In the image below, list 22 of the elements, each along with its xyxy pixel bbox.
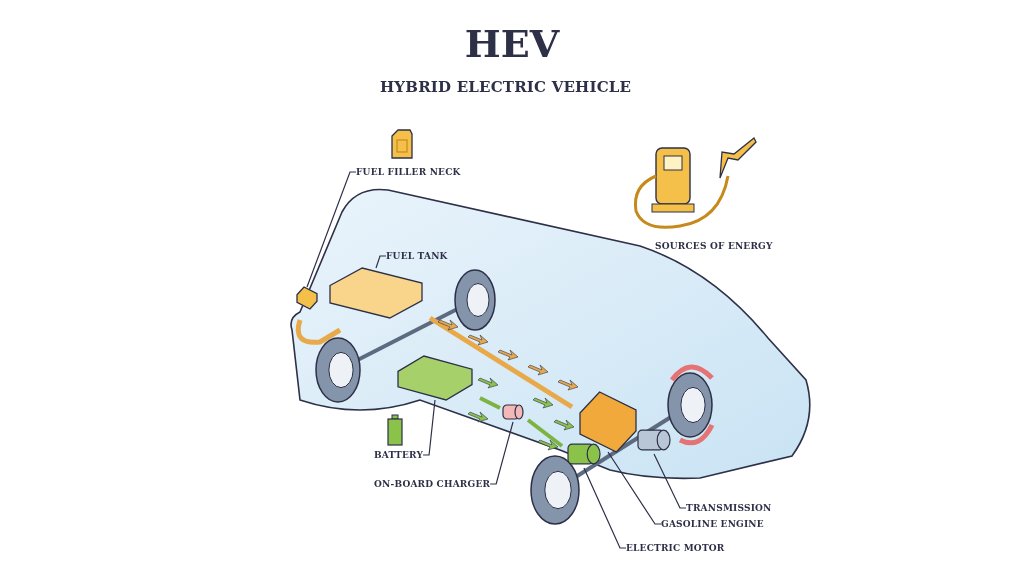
battery-pack (398, 356, 472, 400)
leader-line (375, 255, 387, 269)
part-label: FUEL FILLER NECK (356, 166, 461, 178)
engine-block (580, 392, 636, 452)
fuel-tank (330, 268, 422, 318)
leader-line (489, 421, 514, 485)
part-label: ELECTRIC MOTOR (626, 542, 725, 554)
leader-line (607, 451, 662, 525)
part-label: ON-BOARD CHARGER (374, 478, 491, 490)
title: HEV (463, 22, 561, 66)
part-label: BATTERY (374, 449, 424, 461)
caption-text: SOURCES OF ENERGY (655, 240, 773, 253)
part-label: FUEL TANK (386, 250, 448, 262)
part-label: TRANSMISSION (686, 502, 772, 514)
leader-line (583, 467, 627, 549)
leader-line (306, 171, 357, 288)
subtitle: HYBRID ELECTRIC VEHICLE (380, 78, 632, 97)
leader-line (653, 453, 687, 509)
leader-line (422, 399, 436, 456)
charger-unit (503, 402, 523, 422)
part-label: GASOLINE ENGINE (661, 518, 764, 530)
filler-neck (297, 287, 317, 309)
